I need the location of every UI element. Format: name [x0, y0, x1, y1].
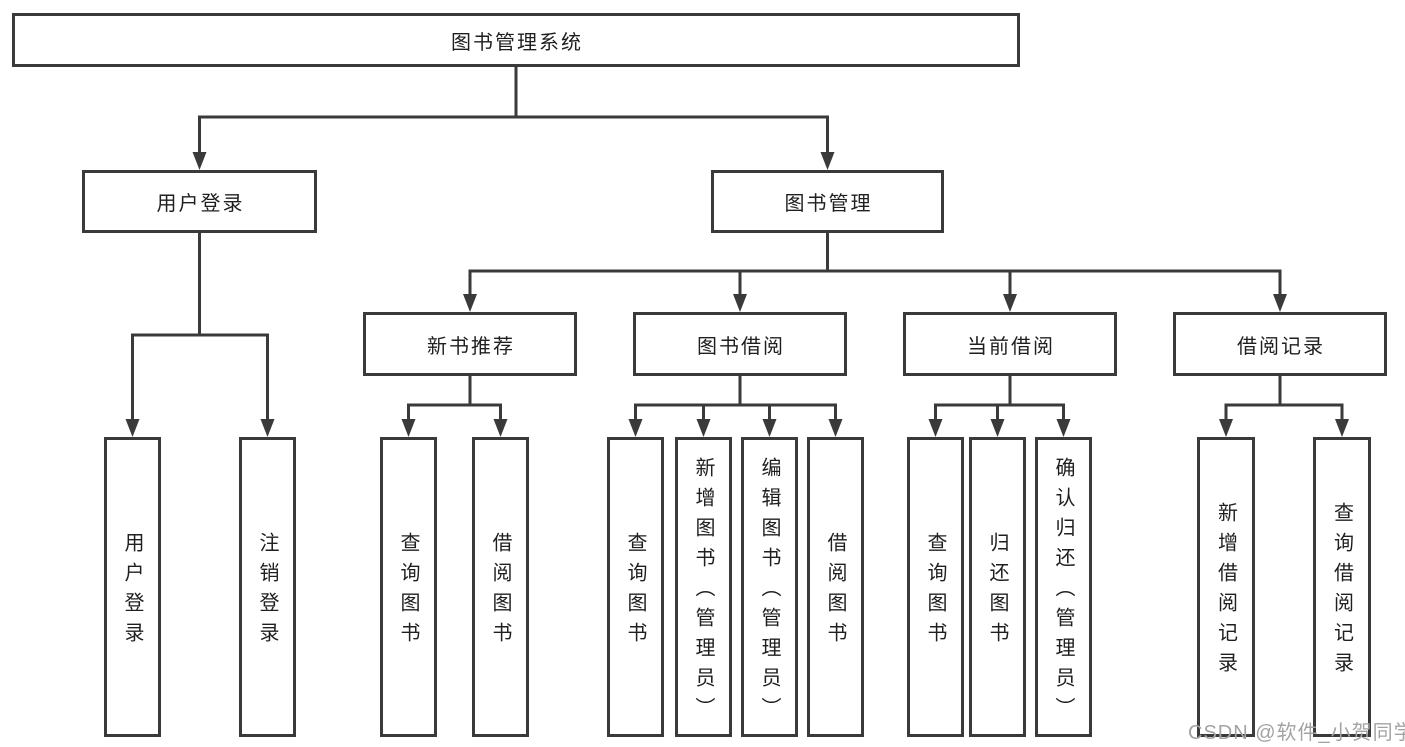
leaf-recommend-query-book: 查询图书 — [380, 437, 437, 737]
node-book-management-label: 图书管理 — [784, 193, 873, 215]
node-user-login-label: 用户登录 — [156, 193, 245, 215]
leaf-logout-label: 注销登录 — [256, 532, 278, 652]
connector-edges — [131, 67, 1344, 420]
leaf-user-login-label: 用户登录 — [121, 532, 143, 652]
leaf-borrowing-edit-book-admin-label: 编辑图书（管理员） — [758, 457, 780, 727]
leaf-current-query-book: 查询图书 — [907, 437, 964, 737]
leaf-current-confirm-return-admin: 确认归还（管理员） — [1035, 437, 1092, 737]
csdn-watermark: CSDN @软件_小贺同学 — [1188, 722, 1405, 744]
node-user-login: 用户登录 — [82, 170, 317, 233]
leaf-records-add-record-label: 新增借阅记录 — [1214, 502, 1237, 682]
leaf-recommend-borrow-book: 借阅图书 — [472, 437, 529, 737]
leaf-current-return-book-label: 归还图书 — [986, 532, 1008, 652]
leaf-user-login: 用户登录 — [104, 437, 161, 737]
node-new-book-recommend-label: 新书推荐 — [427, 335, 515, 358]
leaf-borrowing-query-book: 查询图书 — [607, 437, 664, 737]
leaf-current-confirm-return-admin-label: 确认归还（管理员） — [1052, 457, 1074, 727]
leaf-borrowing-add-book-admin-label: 新增图书（管理员） — [692, 457, 714, 727]
node-book-borrowing: 图书借阅 — [633, 312, 847, 376]
leaf-borrowing-query-book-label: 查询图书 — [624, 532, 646, 652]
node-borrowing-records-label: 借阅记录 — [1237, 335, 1325, 358]
leaf-borrowing-edit-book-admin: 编辑图书（管理员） — [741, 437, 798, 737]
leaf-current-return-book: 归还图书 — [969, 437, 1026, 737]
leaf-logout: 注销登录 — [239, 437, 296, 737]
node-book-management: 图书管理 — [711, 170, 944, 233]
node-root: 图书管理系统 — [12, 13, 1020, 67]
leaf-recommend-query-book-label: 查询图书 — [397, 532, 419, 652]
node-book-borrowing-label: 图书借阅 — [697, 335, 785, 358]
leaf-records-query-record: 查询借阅记录 — [1313, 437, 1371, 737]
leaf-records-add-record: 新增借阅记录 — [1197, 437, 1255, 737]
connector-arrowheads — [125, 152, 1349, 437]
leaf-current-query-book-label: 查询图书 — [924, 532, 946, 652]
leaf-recommend-borrow-book-label: 借阅图书 — [489, 532, 511, 652]
leaf-borrowing-add-book-admin: 新增图书（管理员） — [675, 437, 732, 737]
leaf-borrowing-borrow-book-label: 借阅图书 — [824, 532, 846, 652]
node-current-borrowing-label: 当前借阅 — [967, 335, 1055, 358]
node-borrowing-records: 借阅记录 — [1173, 312, 1387, 376]
leaf-records-query-record-label: 查询借阅记录 — [1330, 502, 1353, 682]
node-new-book-recommend: 新书推荐 — [363, 312, 577, 376]
node-root-label: 图书管理系统 — [451, 31, 583, 54]
leaf-borrowing-borrow-book: 借阅图书 — [807, 437, 864, 737]
node-current-borrowing: 当前借阅 — [903, 312, 1117, 376]
